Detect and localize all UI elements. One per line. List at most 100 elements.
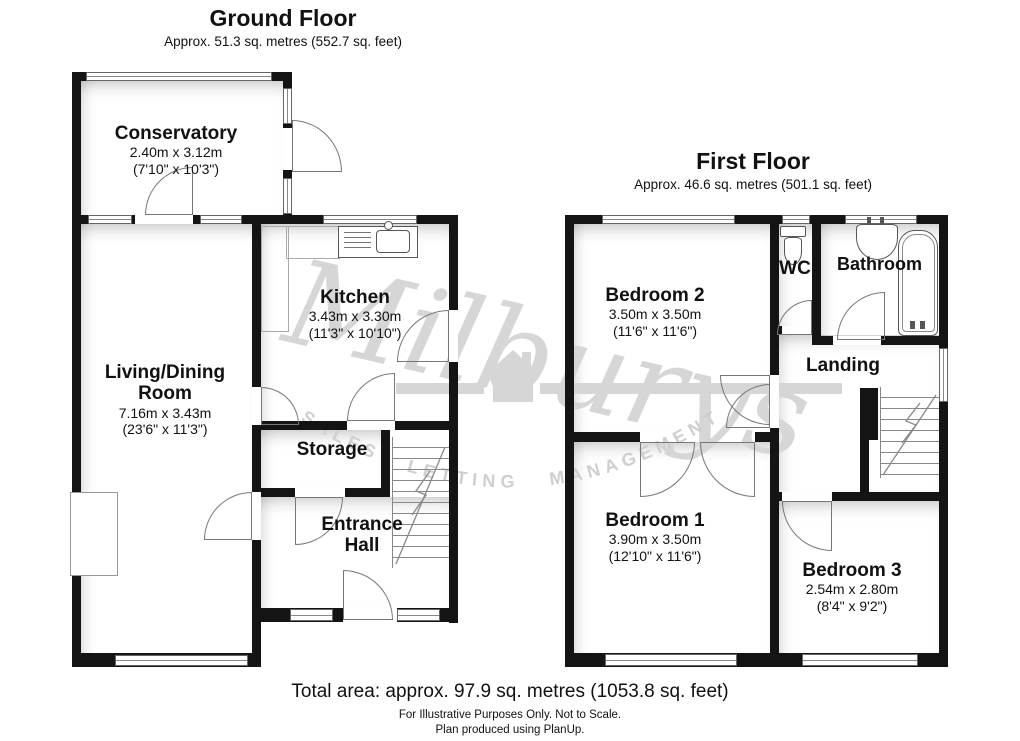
room-dims-imperial: (12'10" x 11'6") xyxy=(608,548,702,565)
window xyxy=(283,178,292,214)
door-opening xyxy=(135,215,193,224)
window xyxy=(602,215,735,224)
window xyxy=(200,215,242,224)
wall xyxy=(574,432,640,442)
room-label-living-dining: Living/Dining Room 7.16m x 3.43m (23'6" … xyxy=(70,362,260,438)
ground-floor-heading: Ground Floor xyxy=(209,5,357,31)
tap-icon xyxy=(920,321,925,329)
kitchen-sink-icon xyxy=(338,226,418,258)
door-opening xyxy=(449,310,458,362)
door-opening xyxy=(782,492,832,501)
disclaimer-text: For Illustrative Purposes Only. Not to S… xyxy=(398,709,622,721)
ground-floor-title: Ground Floor Approx. 51.3 sq. metres (55… xyxy=(133,5,433,50)
door-opening xyxy=(295,488,345,497)
first-floor-heading: First Floor xyxy=(696,148,810,174)
planup-credit: Plan produced using PlanUp. xyxy=(435,723,585,736)
door-opening xyxy=(252,387,261,425)
ground-floor-area: Approx. 51.3 sq. metres (552.7 sq. feet) xyxy=(164,34,402,50)
stairwell-wall xyxy=(860,388,878,440)
wall xyxy=(939,215,948,667)
door-opening xyxy=(252,492,261,540)
room-name: Living/Dining Room xyxy=(104,362,226,405)
door-opening xyxy=(347,421,395,430)
room-dims-imperial: (8'4" x 9'2") xyxy=(816,598,888,615)
door-opening xyxy=(833,336,881,345)
room-dims-metric: 2.40m x 3.12m xyxy=(129,144,223,161)
room-label-kitchen: Kitchen 3.43m x 3.30m (11'3" x 10'10") xyxy=(265,287,445,342)
room-name: Bedroom 2 xyxy=(605,285,705,306)
room-dims-metric: 7.16m x 3.43m xyxy=(118,404,212,421)
window xyxy=(605,654,737,666)
window xyxy=(323,215,417,224)
window xyxy=(939,348,948,402)
window xyxy=(86,72,272,81)
wall xyxy=(72,72,81,667)
room-name: WC xyxy=(779,258,811,279)
room-shade xyxy=(81,224,252,653)
toilet-icon xyxy=(780,226,806,237)
room-label-bedroom3: Bedroom 3 2.54m x 2.80m (8'4" x 9'2") xyxy=(762,560,942,615)
first-floor-area: Approx. 46.6 sq. metres (501.1 sq. feet) xyxy=(634,177,872,193)
room-dims-imperial: (23'6" x 11'3") xyxy=(122,421,208,438)
first-floor-title: First Floor Approx. 46.6 sq. metres (501… xyxy=(603,148,903,193)
window xyxy=(88,215,132,224)
window xyxy=(782,215,810,224)
tap-icon xyxy=(910,321,915,329)
wall xyxy=(72,215,458,224)
bathtub-icon xyxy=(898,230,938,336)
door-arc xyxy=(292,120,342,172)
room-label-conservatory: Conservatory 2.40m x 3.12m (7'10" x 10'3… xyxy=(86,123,266,178)
wall xyxy=(770,326,782,335)
tap-icon xyxy=(867,217,871,225)
room-name: Bathroom xyxy=(837,254,922,274)
sink-icon xyxy=(856,224,898,260)
room-dims-metric: 3.50m x 3.50m xyxy=(608,306,702,323)
room-label-bedroom1: Bedroom 1 3.90m x 3.50m (12'10" x 11'6") xyxy=(565,510,745,565)
kitchen-counter xyxy=(261,226,289,332)
wall xyxy=(821,336,948,345)
window xyxy=(290,609,333,621)
room-label-storage: Storage xyxy=(272,439,392,460)
room-label-landing: Landing xyxy=(791,355,895,376)
room-dims-imperial: (11'3" x 10'10") xyxy=(308,325,402,342)
wall xyxy=(381,430,390,497)
toilet-bowl-icon xyxy=(784,237,802,265)
house-icon xyxy=(486,350,540,402)
room-dims-metric: 3.90m x 3.50m xyxy=(608,531,702,548)
room-name: Storage xyxy=(296,439,368,460)
watermark-bar-left xyxy=(396,383,484,394)
window xyxy=(397,609,440,621)
drainer-lines xyxy=(344,232,371,252)
wall xyxy=(755,432,770,442)
chimney-recess xyxy=(70,492,118,576)
room-dims-imperial: (7'10" x 10'3") xyxy=(132,161,220,178)
room-dims-imperial: (11'6" x 11'6") xyxy=(612,323,698,340)
room-label-entrance-hall: Entrance Hall xyxy=(302,514,422,557)
wall xyxy=(449,215,458,623)
room-label-bedroom2: Bedroom 2 3.50m x 3.50m (11'6" x 11'6") xyxy=(565,285,745,340)
room-name: Landing xyxy=(806,355,880,376)
kitchen-counter xyxy=(286,226,340,259)
wall xyxy=(860,440,869,501)
room-name: Conservatory xyxy=(114,123,238,144)
wall xyxy=(770,224,779,653)
door-opening xyxy=(770,375,779,428)
room-label-wc: WC xyxy=(770,258,820,279)
total-area-text: Total area: approx. 97.9 sq. metres (105… xyxy=(291,681,729,702)
window xyxy=(115,655,248,666)
watermark-bar-right xyxy=(540,383,842,394)
room-name: Bedroom 1 xyxy=(605,510,705,531)
wall xyxy=(812,224,821,345)
room-dims-metric: 2.54m x 2.80m xyxy=(805,581,899,598)
wall xyxy=(565,215,948,224)
room-label-bathroom: Bathroom xyxy=(823,254,936,274)
sink-bowl xyxy=(376,230,410,253)
stairs-direction-arrow xyxy=(395,446,446,565)
room-name: Kitchen xyxy=(320,287,390,308)
wall xyxy=(252,224,261,667)
window xyxy=(283,88,292,124)
stairs-direction-arrow xyxy=(882,394,937,476)
footer-notes: For Illustrative Purposes Only. Not to S… xyxy=(260,708,760,738)
faucet-icon xyxy=(384,221,393,230)
window xyxy=(802,654,918,666)
